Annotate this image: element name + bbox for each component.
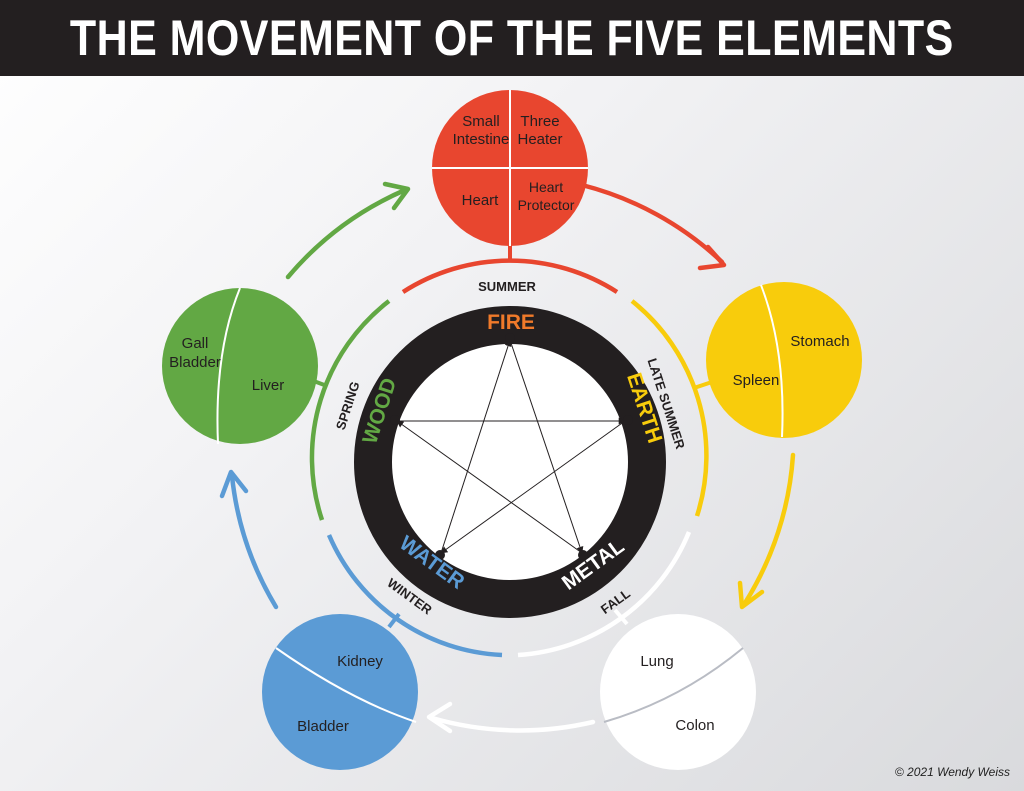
earth-organ-circle: Stomach Spleen — [706, 282, 862, 438]
metal-node — [578, 550, 588, 560]
title-bar: THE MOVEMENT OF THE FIVE ELEMENTS — [0, 0, 1024, 76]
water-to-wood-arrowhead — [219, 469, 249, 499]
season-label-summer: SUMMER — [478, 279, 536, 294]
winter-arc — [326, 534, 503, 658]
organ-gall-bladder-line1: Gall — [182, 335, 209, 352]
page-title: THE MOVEMENT OF THE FIVE ELEMENTS — [70, 10, 954, 66]
earth-to-metal-arrow — [742, 452, 796, 606]
organ-heart-protector-line2: Protector — [518, 197, 575, 213]
wood-organ-circle: Gall Bladder Liver — [162, 287, 318, 445]
organ-colon: Colon — [675, 717, 714, 734]
organ-three-heater-line2: Heater — [517, 131, 562, 148]
organ-gall-bladder-line2: Bladder — [169, 354, 221, 371]
fire-to-earth-arrow — [579, 182, 725, 265]
earth-node — [623, 415, 633, 425]
organ-liver: Liver — [252, 377, 285, 394]
late-summer-arc — [630, 299, 709, 517]
element-label-fire: FIRE — [487, 311, 535, 334]
control-cycle-star — [396, 339, 626, 554]
generating-cycle-arrows — [219, 181, 796, 734]
spring-arc — [309, 299, 391, 521]
organ-kidney: Kidney — [337, 653, 383, 670]
wood-to-fire-arrow — [285, 187, 408, 280]
season-label-spring: SPRING — [333, 380, 363, 432]
organ-small-intestine-line1: Small — [462, 113, 500, 130]
organ-heart-protector-line1: Heart — [529, 179, 563, 195]
metal-to-water-arrowhead — [426, 701, 453, 734]
fire-to-earth-arrowhead — [697, 244, 727, 271]
organ-heart: Heart — [462, 192, 500, 209]
fire-organ-circle: Small Intestine Three Heater Heart Heart… — [432, 90, 588, 246]
metal-to-water-arrow — [429, 715, 596, 733]
element-nodes — [390, 333, 633, 560]
water-node — [435, 550, 445, 560]
element-ring — [354, 306, 666, 618]
organ-stomach: Stomach — [790, 333, 849, 350]
wood-to-fire-arrowhead — [382, 181, 411, 211]
water-to-wood-arrow — [229, 473, 279, 610]
water-organ-circle: Kidney Bladder — [262, 614, 418, 770]
organ-bladder: Bladder — [297, 718, 349, 735]
organ-small-intestine-line2: Intestine — [453, 131, 510, 148]
ring-connectors — [310, 245, 713, 629]
organ-spleen: Spleen — [733, 372, 780, 389]
copyright-notice: © 2021 Wendy Weiss — [894, 765, 1010, 779]
fire-node — [505, 333, 515, 343]
organ-lung: Lung — [640, 653, 673, 670]
metal-organ-circle: Lung Colon — [600, 614, 756, 770]
earth-to-metal-arrowhead — [737, 580, 765, 610]
organ-three-heater-line1: Three — [520, 113, 559, 130]
wood-node — [390, 415, 400, 425]
